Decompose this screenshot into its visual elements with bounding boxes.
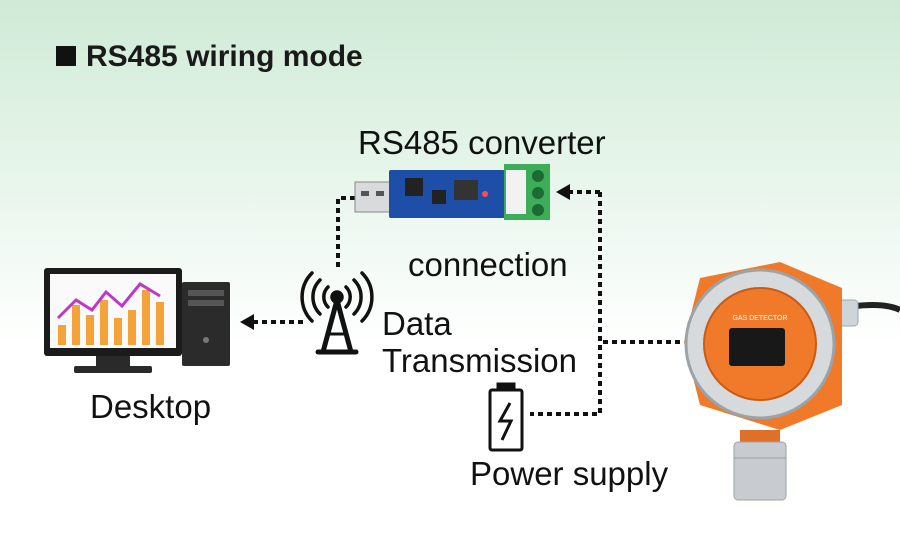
rs485-converter-icon — [354, 164, 550, 220]
detector-brand-text: GAS DETECTOR — [732, 315, 787, 322]
title-text: RS485 wiring mode — [86, 40, 363, 73]
battery-icon — [488, 382, 524, 452]
usb-to-antenna-line — [336, 196, 355, 270]
connection-lines — [250, 190, 680, 416]
desktop-label: Desktop — [90, 388, 212, 425]
data-label-line1: Data — [382, 305, 452, 342]
arrow-converter — [556, 184, 570, 200]
converter-label: RS485 converter — [358, 124, 606, 161]
desktop-icon — [44, 268, 230, 373]
connection-label: connection — [408, 246, 568, 283]
power-label: Power supply — [470, 455, 669, 492]
title-square-icon — [56, 46, 76, 66]
vertical-bus-line — [530, 192, 602, 416]
gas-detector-icon: GAS DETECTOR — [684, 262, 900, 501]
data-label-line2: Transmission — [382, 342, 577, 379]
page-title: RS485 wiring mode — [56, 40, 363, 74]
antenna-icon — [300, 271, 374, 355]
arrow-desktop — [240, 314, 254, 330]
